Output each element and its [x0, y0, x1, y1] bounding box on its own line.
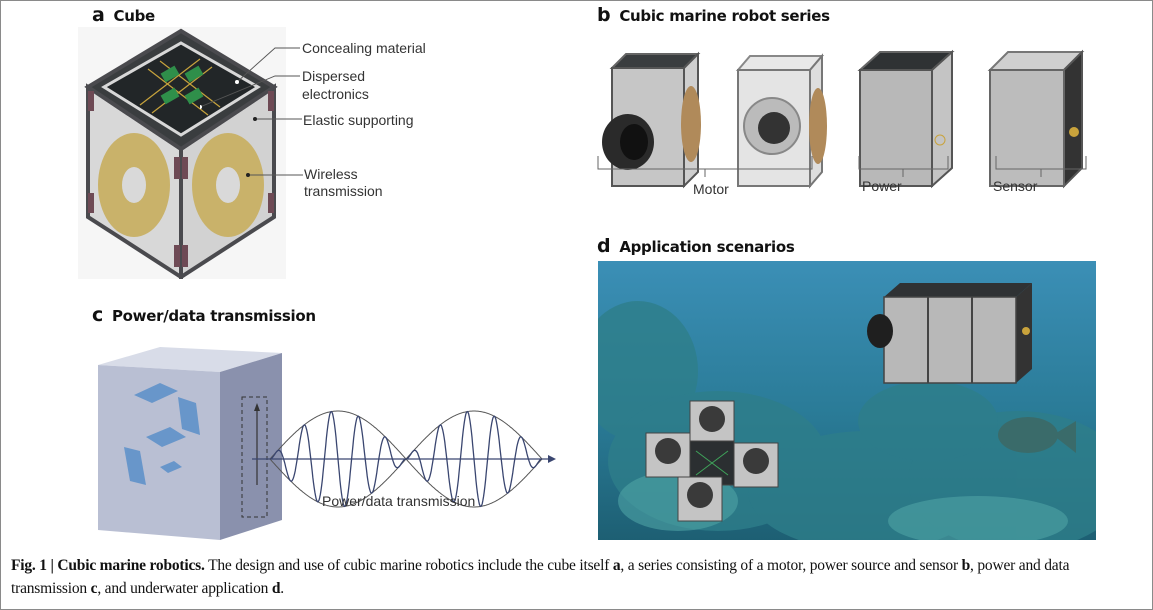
transmission-diagram: [98, 347, 556, 540]
cube-illustration: [78, 27, 286, 279]
elastic-supporting-pads: [88, 91, 274, 267]
caption-fig-label: Fig. 1 | Cubic marine robotics.: [11, 557, 205, 574]
caption-ref-a: a: [612, 557, 621, 574]
panel-b-letter: b: [597, 4, 611, 26]
wave-label: Power/data transmission: [322, 493, 476, 509]
right-coil-center: [216, 167, 240, 203]
cross-robot: [645, 400, 779, 522]
receiver-window: [241, 396, 268, 518]
callout-elastic-supporting: Elastic supporting: [303, 112, 414, 128]
panel-b-title-text: Cubic marine robot series: [619, 7, 830, 25]
panel-a-title-text: Cube: [113, 7, 156, 25]
group-label-sensor: Sensor: [993, 178, 1038, 194]
internal-electronics: [124, 383, 200, 485]
wave-carrier: [269, 410, 543, 508]
callout-dispersed: Dispersed: [302, 68, 366, 84]
power-cube: [857, 49, 955, 189]
caption-text-2: , a series consisting of a motor, power …: [620, 557, 962, 574]
group-label-power: Power: [862, 178, 902, 194]
caption-text-5: .: [280, 580, 284, 597]
callout-electronics: electronics: [302, 86, 369, 102]
panel-d-letter: d: [597, 235, 611, 257]
three-cube-robot: [867, 283, 1032, 384]
propagation-arrowhead: [548, 455, 556, 463]
polarization-arrowhead: [254, 403, 260, 411]
callout-concealing-material: Concealing material: [302, 40, 426, 56]
sensor-cube: [987, 49, 1085, 189]
left-coil-center: [122, 167, 146, 203]
panel-c-letter: c: [92, 304, 103, 326]
concealing-material-frame: [101, 41, 261, 137]
fish: [998, 417, 1076, 453]
panel-b-title: b Cubic marine robot series: [597, 4, 830, 26]
caption-text-1: The design and use of cubic marine robot…: [204, 557, 613, 574]
caption-ref-b: b: [961, 557, 971, 574]
dispersed-electronics-pcbs: [160, 65, 204, 105]
panel-d-title: d Application scenarios: [597, 235, 795, 257]
caption-ref-d: d: [271, 580, 281, 597]
thruster: [867, 314, 893, 348]
motor-cube-1: [602, 51, 701, 189]
motor-cube-2: [735, 53, 827, 189]
underwater-scene: [598, 261, 1096, 540]
cube-side: [220, 353, 282, 540]
panel-d-title-text: Application scenarios: [619, 238, 795, 256]
group-brackets: [597, 156, 1087, 177]
caption-text-3: , power and data transmission: [11, 557, 1070, 597]
panel-a-title: a Cube: [92, 4, 155, 26]
robot-series-illustration: [597, 49, 1087, 189]
panel-c-title-text: Power/data transmission: [111, 307, 316, 325]
cube-top: [98, 347, 282, 372]
figure-caption: Fig. 1 | Cubic marine robotics. The desi…: [11, 554, 1141, 600]
panel-a-letter: a: [92, 4, 105, 26]
caption-text-4: , and underwater application: [97, 580, 272, 597]
callout-wireless: Wireless: [304, 166, 358, 182]
caption-ref-c: c: [90, 580, 98, 597]
group-label-motor: Motor: [693, 181, 729, 197]
panel-a-callout-lines: [200, 47, 303, 177]
panel-c-title: c Power/data transmission: [92, 304, 316, 326]
callout-transmission: transmission: [304, 183, 383, 199]
